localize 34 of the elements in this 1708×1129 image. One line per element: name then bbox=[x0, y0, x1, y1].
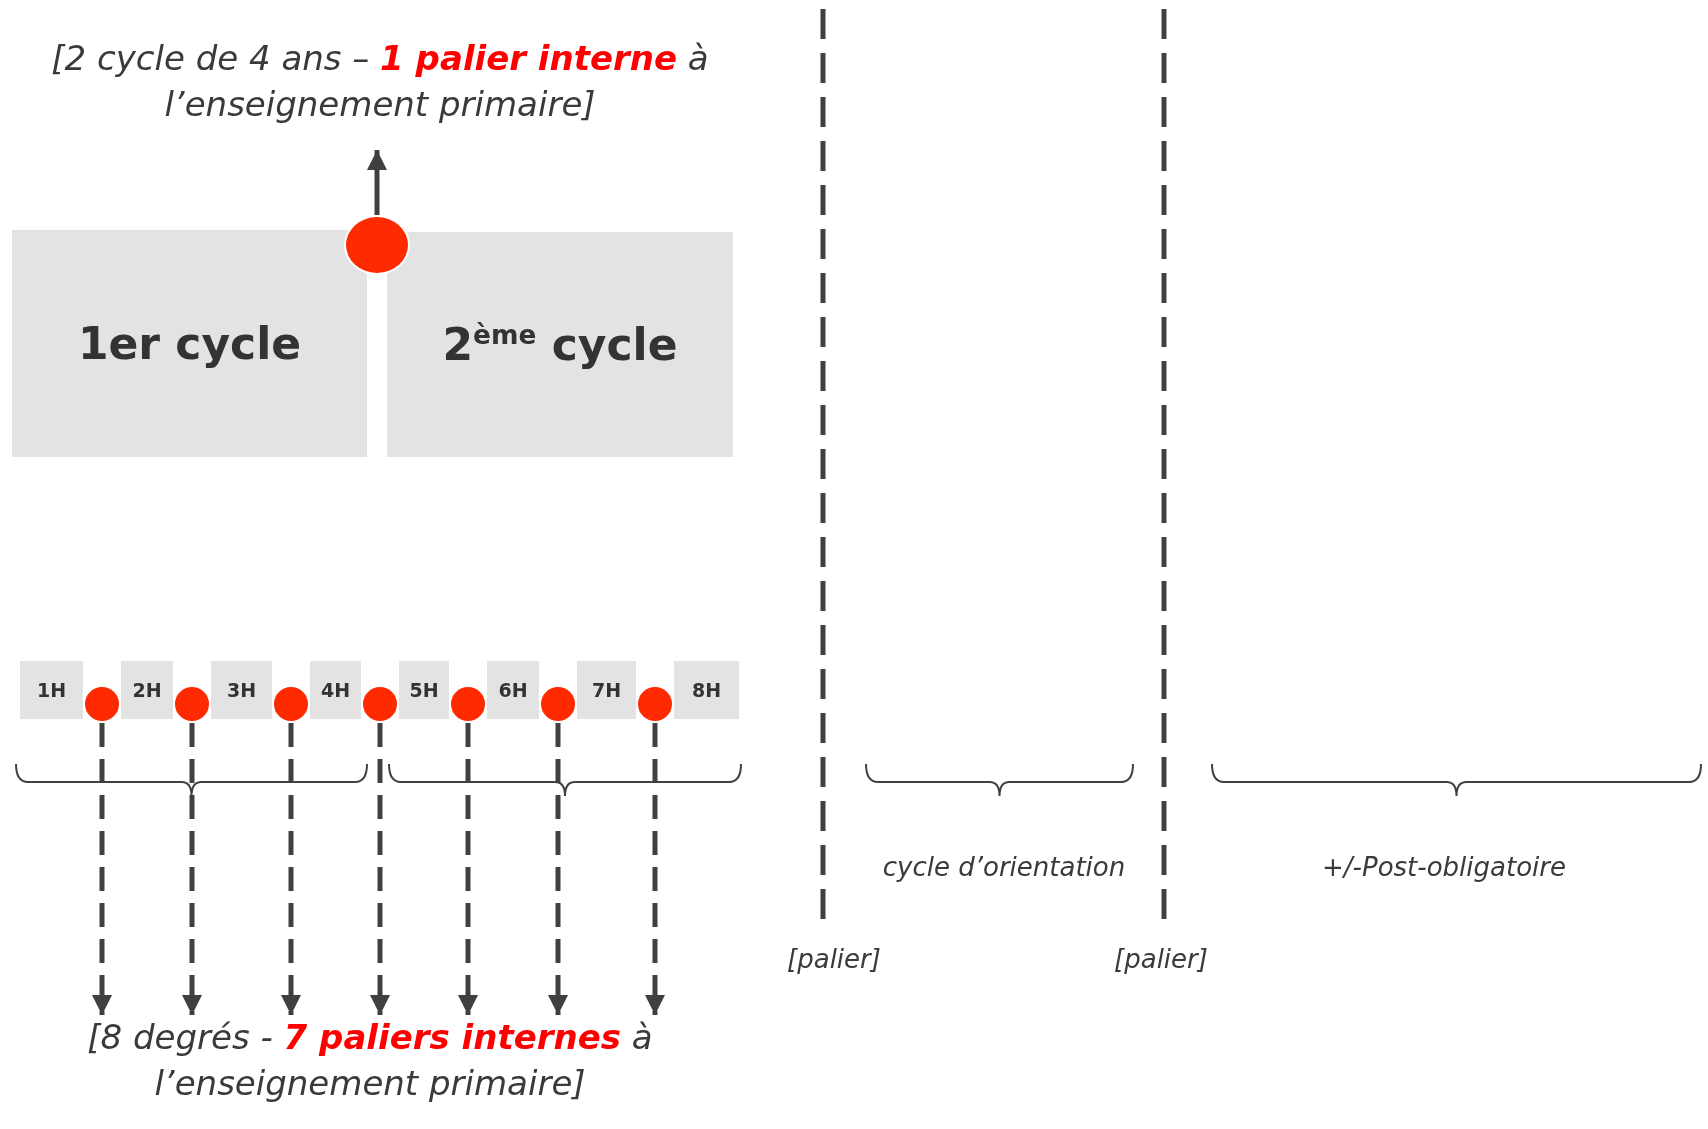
section-label: cycle d’orientation bbox=[882, 852, 1126, 882]
arrow bbox=[458, 723, 478, 1015]
section-label: [palier] bbox=[787, 944, 881, 974]
grade-box bbox=[20, 661, 83, 719]
caption-text: [2 cycle de 4 ans – 1 palier interne à l’enseignement primaire] bbox=[40, 36, 720, 150]
grade-label: 1H bbox=[36, 679, 67, 701]
grade-box bbox=[577, 661, 636, 719]
grade-label: 5H bbox=[409, 679, 439, 701]
cycle-box bbox=[387, 232, 733, 457]
caption-text: [8 degrés - 7 paliers internes à l’enseignement primaire] bbox=[40, 1015, 700, 1127]
cycle-label: 2$^{ème}$ cycle bbox=[442, 319, 678, 370]
arrow bbox=[548, 723, 568, 1015]
arrow bbox=[370, 723, 390, 1015]
section-label: +/-Post-obligatoire bbox=[1322, 852, 1566, 882]
grade-box bbox=[674, 661, 739, 719]
grade-box bbox=[211, 661, 272, 719]
section-label: [palier] bbox=[1114, 944, 1208, 974]
grade-label: 8H bbox=[691, 679, 722, 701]
grade-label: 4H bbox=[320, 679, 351, 701]
cycle-box bbox=[12, 230, 367, 457]
grade-box bbox=[487, 661, 539, 719]
grade-box bbox=[310, 661, 361, 719]
arrow bbox=[182, 723, 202, 1015]
grade-label: 6H bbox=[498, 679, 528, 701]
grade-box bbox=[121, 661, 173, 719]
arrow bbox=[645, 723, 665, 1015]
arrow bbox=[92, 723, 112, 1015]
grade-label: 3H bbox=[226, 679, 257, 701]
arrow bbox=[367, 150, 387, 215]
cycle-label: 1er cycle bbox=[77, 318, 302, 369]
arrow bbox=[281, 723, 301, 1015]
grade-label: 7H bbox=[591, 679, 622, 701]
grade-box bbox=[399, 661, 449, 719]
grade-label: 2H bbox=[132, 679, 162, 701]
